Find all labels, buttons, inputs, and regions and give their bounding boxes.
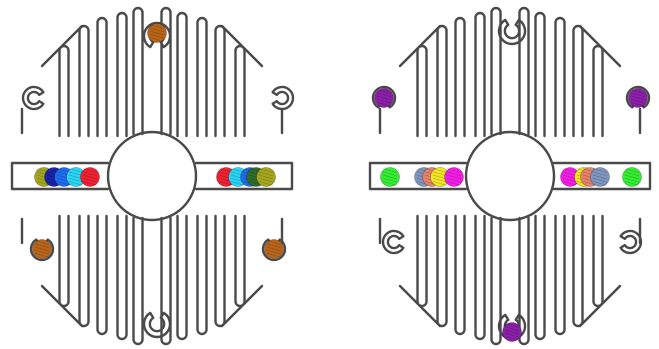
finger-upper [196, 16, 208, 138]
finger-lower [58, 214, 70, 308]
diagonal-arm [578, 24, 622, 68]
finger-upper [534, 11, 546, 138]
piece-upper-right-purple-disc [628, 88, 648, 108]
diagonal-arm [578, 284, 622, 328]
piece-left-green[interactable] [380, 167, 400, 187]
horizontal-bar [368, 161, 652, 191]
piece-bottom-purple-disc [502, 322, 522, 342]
piece-bottom-right-brown[interactable] [264, 239, 284, 259]
finger-upper [234, 44, 246, 138]
center-hub [464, 130, 556, 222]
stem-bottom-right [518, 216, 530, 346]
finger-upper [554, 16, 566, 138]
finger-lower [214, 214, 226, 328]
piece-bottom-purple[interactable] [502, 322, 522, 342]
finger-upper [214, 24, 226, 138]
finger-upper [436, 24, 448, 138]
piece-left-green-disc [380, 167, 400, 187]
finger-upper [176, 11, 188, 138]
finger-lower [234, 214, 246, 308]
finger-lower [592, 214, 604, 308]
finger-lower [454, 214, 466, 336]
finger-upper [474, 11, 486, 138]
diagonal-arm [40, 24, 84, 68]
piece-top-brown-disc [147, 23, 167, 43]
hook-upper-right [271, 85, 295, 111]
finger-lower [554, 214, 566, 336]
board-current [10, 6, 295, 346]
finger-lower [534, 214, 546, 341]
stem-bottom-right [160, 216, 172, 346]
diagonal-arm [398, 24, 442, 68]
finger-upper [572, 24, 584, 138]
finger-upper [116, 11, 128, 138]
finger-lower [572, 214, 584, 328]
piece-right-green-disc [622, 167, 642, 187]
stem-bottom-left [132, 216, 144, 346]
stem-bottom-left [490, 216, 502, 346]
board-current-walls [10, 6, 295, 346]
piece-right-green[interactable] [622, 167, 642, 187]
piece-upper-right-purple[interactable] [628, 88, 648, 108]
finger-lower [416, 214, 428, 308]
finger-upper [416, 44, 428, 138]
finger-lower [474, 214, 486, 341]
finger-lower [196, 214, 208, 336]
diagonal-arm [220, 284, 264, 328]
finger-lower [78, 214, 90, 328]
hook-top [497, 18, 527, 46]
hook-bottom [142, 311, 172, 339]
piece-right-olive[interactable] [256, 167, 276, 187]
piece-bottom-left-brown[interactable] [32, 239, 52, 259]
board-target [368, 6, 652, 346]
finger-upper [454, 16, 466, 138]
piece-upper-left-purple[interactable] [374, 88, 394, 108]
piece-upper-left-purple-disc [374, 88, 394, 108]
finger-lower [116, 214, 128, 341]
finger-upper [58, 44, 70, 138]
stem-top-left [132, 6, 144, 136]
stem-top-right [518, 6, 530, 136]
diagonal-arm [40, 284, 84, 328]
finger-lower [96, 214, 108, 336]
center-hub [106, 130, 198, 222]
hook-upper-left [21, 85, 45, 111]
finger-upper [96, 16, 108, 138]
piece-top-brown[interactable] [147, 23, 167, 43]
finger-lower [436, 214, 448, 328]
piece-right-steel[interactable] [590, 167, 610, 187]
board-current-pieces[interactable] [32, 23, 284, 259]
piece-right-olive-disc [256, 167, 276, 187]
diagonal-arm [220, 24, 264, 68]
board-target-pieces[interactable] [374, 88, 648, 342]
stem-top-right [160, 6, 172, 136]
finger-upper [592, 44, 604, 138]
diagonal-arm [398, 284, 442, 328]
finger-upper [78, 24, 90, 138]
piece-left-red-disc [80, 167, 100, 187]
horizontal-bar [10, 161, 294, 191]
finger-lower [176, 214, 188, 341]
piece-right-steel-disc [590, 167, 610, 187]
stem-top-left [490, 6, 502, 136]
piece-bottom-left-brown-disc [32, 239, 52, 259]
piece-left-magenta[interactable] [444, 167, 464, 187]
piece-bottom-right-brown-disc [264, 239, 284, 259]
piece-left-magenta-disc [444, 167, 464, 187]
hook-lower-right [619, 229, 643, 255]
piece-left-red[interactable] [80, 167, 100, 187]
hook-lower-left [381, 229, 405, 255]
